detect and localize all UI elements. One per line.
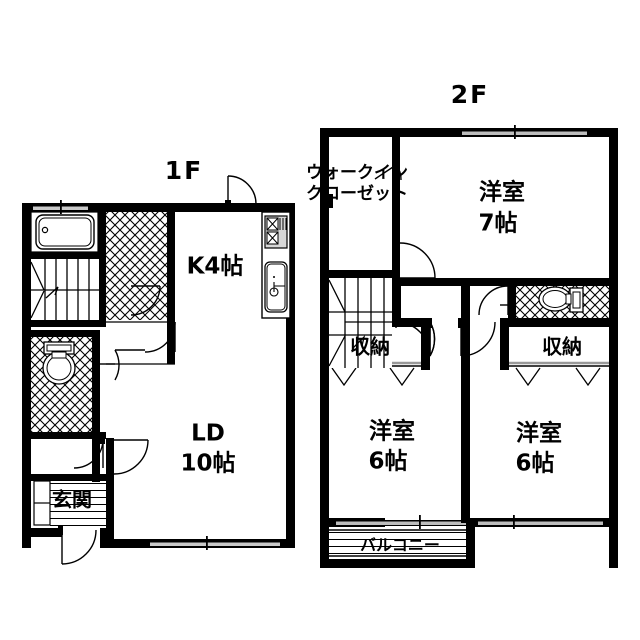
door-1f-closet <box>130 285 161 316</box>
partition-2f-closet-right-top <box>500 318 618 327</box>
door-2f-toilet <box>478 285 509 316</box>
room-label-room6a-line1: 洋室 <box>369 418 415 445</box>
door-1f-hall-ld <box>100 349 145 381</box>
partition-hall-left <box>92 438 100 482</box>
wall-1f-right <box>286 203 295 548</box>
door-1f-entrance <box>58 525 97 565</box>
partition-2f-wic-room7 <box>392 137 400 277</box>
partition-2f-closet-right-left <box>500 318 509 370</box>
partition-stair-toilet <box>30 330 100 337</box>
room-label-ld-line1: LD <box>191 421 225 447</box>
partition-toilet-bottom <box>30 432 106 439</box>
partition-toilet-hall <box>92 336 100 436</box>
partition-kitchen-hall <box>167 316 175 364</box>
door-1f-kitchen-hall <box>144 321 176 353</box>
floor-label-1f: 1F <box>165 156 203 185</box>
room-label-kitchen: K4帖 <box>187 254 244 280</box>
window-1f-bath <box>33 200 88 214</box>
room-label-ld-line2: 10帖 <box>180 451 235 477</box>
room-label-wic-line1: ウォークイン <box>306 163 408 183</box>
stairs-2f <box>328 278 392 368</box>
wall-1f-top <box>22 203 295 212</box>
wall-2f-right <box>609 128 618 568</box>
room-label-room6b-line2: 6帖 <box>515 451 554 477</box>
room-label-entrance: 玄関 <box>52 488 92 512</box>
bathtub-fixture <box>35 214 95 250</box>
wall-2f-left <box>320 128 329 568</box>
wall-1f-bottom-left <box>22 528 62 537</box>
closet-chevrons-2f <box>331 367 601 387</box>
room-label-wic-line2: クローゼット <box>306 183 408 204</box>
room-label-closet-left: 収納 <box>350 335 390 359</box>
room-label-room7-line2: 7帖 <box>478 211 517 237</box>
toilet-fixture-2f <box>538 286 584 313</box>
door-2f-room6a-arc <box>395 321 431 357</box>
partition-2f-room7-bottom <box>392 278 618 286</box>
detail-lines-1f <box>30 211 175 526</box>
window-1f-ld-south <box>150 536 280 550</box>
floor-1f-group: 1F <box>22 156 295 565</box>
closet-hatch-1f <box>104 210 170 320</box>
partition-2f-hall-right <box>461 278 470 323</box>
window-2f-north <box>462 125 587 139</box>
partition-2f-stair-top <box>329 270 400 278</box>
stairs-1f <box>30 259 99 320</box>
gas-stove-fixture <box>264 215 288 249</box>
wall-2f-bottom-balcony <box>320 559 475 568</box>
partition-2f-hall-left <box>392 278 401 323</box>
partition-washroom-stair <box>30 320 106 327</box>
kitchen-sink-fixture <box>264 261 288 313</box>
toilet-fixture-1f <box>42 341 76 385</box>
entrance-floor-tile <box>50 478 112 528</box>
window-2f-room6a-south <box>336 515 466 529</box>
kitchen-counter-1f <box>261 211 291 319</box>
room-label-room7-line1: 洋室 <box>479 179 525 206</box>
partition-2f-toilet-left <box>508 278 516 323</box>
balcony-rail-lines <box>326 529 474 557</box>
wall-1f-left <box>22 203 31 548</box>
window-2f-room6b-south <box>478 515 603 529</box>
door-1f-kitchen-north <box>225 175 257 212</box>
partition-bath-closet <box>98 210 106 322</box>
partition-shoe-box-edge <box>22 474 34 481</box>
wic-leader-marks <box>327 194 333 208</box>
door-1f-ld-hall <box>113 439 149 475</box>
partition-bath-washroom <box>30 252 100 259</box>
partition-entrance-right <box>106 438 114 538</box>
room-label-room6a-line2: 6帖 <box>368 449 407 475</box>
room-label-closet-right: 収納 <box>542 335 582 359</box>
floor-2f-group: 2F <box>306 80 618 568</box>
door-2f-room7 <box>392 242 436 279</box>
floor-label-2f: 2F <box>451 80 489 109</box>
door-2f-room6b <box>458 318 496 357</box>
door-2f-wic <box>374 164 402 181</box>
partition-2f-between-rooms <box>461 318 470 523</box>
partition-entrance-top <box>30 474 106 481</box>
partition-closet-kitchen <box>167 212 175 322</box>
room-label-room6b-line1: 洋室 <box>516 420 562 447</box>
door-1f-toilet <box>73 434 105 469</box>
wall-2f-balcony-right <box>466 518 475 568</box>
room-label-balcony: バルコニー <box>360 536 440 555</box>
